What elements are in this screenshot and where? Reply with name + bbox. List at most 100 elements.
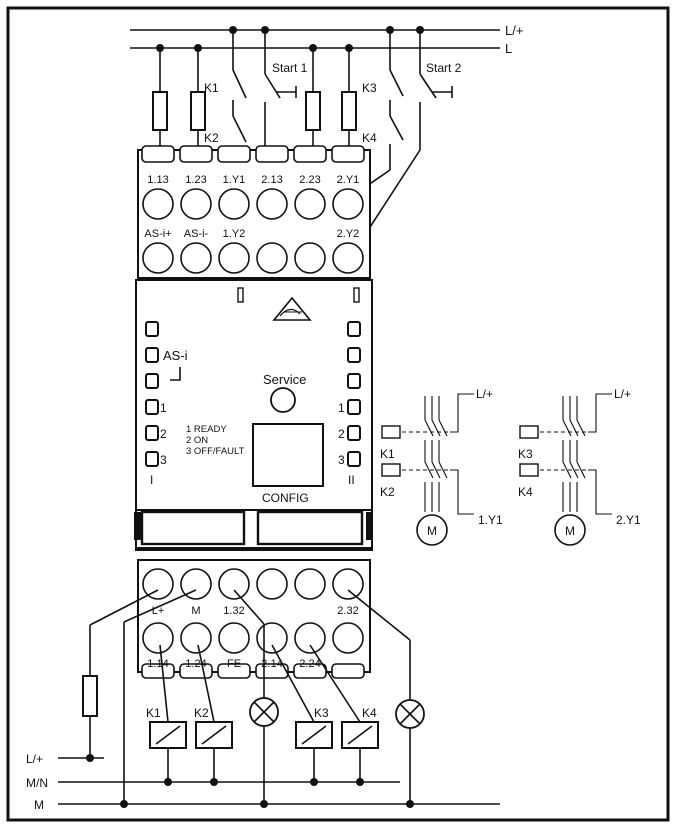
led-right-a xyxy=(347,347,361,363)
top-row1-terminal-label: 1.13 xyxy=(147,174,168,186)
motor-supply-label: L/+ xyxy=(476,387,493,401)
motor-symbol-label: M xyxy=(565,524,575,538)
fuse-supply xyxy=(82,675,98,717)
top-row1-terminal-label: 2.13 xyxy=(261,174,282,186)
top-row2-terminal-label: AS-i- xyxy=(184,228,209,240)
top-row1-terminal-label: 1.Y1 xyxy=(223,174,246,186)
rail-bottom-m-label: M xyxy=(34,798,44,812)
config-label: CONFIG xyxy=(262,491,309,505)
bottom-row2-terminal xyxy=(294,622,326,654)
plug-left xyxy=(140,510,246,546)
service-button[interactable] xyxy=(270,387,296,413)
top-row1-terminal xyxy=(142,188,174,220)
led-right-3 xyxy=(347,451,361,467)
motor-contactor-label: K3 xyxy=(518,447,533,461)
pushbutton-start2 xyxy=(419,73,437,99)
bottom-row1-terminal-label: M xyxy=(191,605,200,617)
led-right-2 xyxy=(347,425,361,441)
indicator-lamp-1 xyxy=(233,589,279,804)
bottom-row2-terminal xyxy=(180,622,212,654)
panel-slot-right xyxy=(353,287,360,303)
panel-slot-left xyxy=(237,287,244,303)
rail-bottom-lplus-label: L/+ xyxy=(26,752,43,766)
led-left-top xyxy=(145,321,159,337)
junction-dot xyxy=(120,800,128,808)
bottom-row2-terminal-label: 1.14 xyxy=(147,658,168,670)
bottom-row1-terminal-label: 1.32 xyxy=(223,605,244,617)
diagram-frame xyxy=(6,6,670,822)
motor-icon xyxy=(554,514,586,546)
contact-k4-label: K4 xyxy=(362,131,377,145)
rail-top-lplus-label: L/+ xyxy=(505,23,523,38)
fuse-2-y1 xyxy=(341,91,357,131)
top-row2-terminal xyxy=(218,242,250,274)
top-row2-terminal xyxy=(256,242,288,274)
top-row2-terminal-label: 2.Y2 xyxy=(337,228,360,240)
led-left-3 xyxy=(145,451,159,467)
motor-contactor-label: K1 xyxy=(380,447,395,461)
top-terminal-clamps xyxy=(141,145,365,163)
led-left-num-1: 1 xyxy=(160,401,167,415)
bottom-row1-terminal xyxy=(180,568,212,600)
motor-output-label: 1.Y1 xyxy=(478,513,503,527)
bottom-row1-terminal xyxy=(218,568,250,600)
coil-k2 xyxy=(195,644,233,782)
top-row1-terminal-label: 2.Y1 xyxy=(337,174,360,186)
contactor-coil-symbol xyxy=(381,463,401,477)
led-right-1 xyxy=(347,399,361,415)
rail-top-l-label: L xyxy=(505,41,512,56)
led-left-num-3: 3 xyxy=(160,453,167,467)
led-right-top xyxy=(347,321,361,337)
top-row1-terminal xyxy=(180,188,212,220)
led-asi xyxy=(145,347,159,363)
led-left-2 xyxy=(145,425,159,441)
connector-latch-right xyxy=(366,512,373,540)
led-left-mid xyxy=(145,373,159,389)
top-row2-terminal-label: 1.Y2 xyxy=(223,228,246,240)
coil-k3 xyxy=(271,644,333,782)
junction-dot xyxy=(86,754,94,762)
coil-k2-label: K2 xyxy=(194,706,209,720)
top-row2-terminal xyxy=(332,242,364,274)
bottom-row2-terminal xyxy=(142,622,174,654)
channel-roman-right: II xyxy=(348,473,355,487)
service-label: Service xyxy=(263,372,306,387)
contact-k4 xyxy=(389,115,404,141)
top-terminal-row-2: AS-i+ AS-i- 1.Y2 2.Y2 xyxy=(142,228,364,274)
top-row1-terminal xyxy=(332,188,364,220)
fuse-1-23 xyxy=(190,91,206,131)
start2-label: Start 2 xyxy=(426,61,462,75)
top-row1-terminal-label: 1.23 xyxy=(185,174,206,186)
bottom-row1-terminal-label: 2.32 xyxy=(337,605,358,617)
coil-k4-label: K4 xyxy=(362,706,377,720)
motor-contactor-label: K4 xyxy=(518,485,533,499)
fuse-1-13 xyxy=(152,91,168,131)
indicator-lamp-2 xyxy=(347,589,425,804)
bottom-terminal-block xyxy=(137,559,371,673)
fuse-2-23 xyxy=(305,91,321,131)
motor-icon xyxy=(416,514,448,546)
asi-label: AS-i xyxy=(163,348,188,363)
start1-label: Start 1 xyxy=(272,61,308,75)
led-right-b xyxy=(347,373,361,389)
top-row2-terminal-label: AS-i+ xyxy=(144,228,171,240)
contact-k2 xyxy=(232,115,247,143)
bottom-row2-terminal xyxy=(256,622,288,654)
connector-latch-left xyxy=(134,512,141,540)
contact-k2-label: K2 xyxy=(204,131,219,145)
plug-right xyxy=(256,510,364,546)
led-right-num-2: 2 xyxy=(338,427,345,441)
contactor-coil-symbol xyxy=(519,425,539,439)
contact-k3-label: K3 xyxy=(362,81,377,95)
bottom-row1-terminal xyxy=(142,568,174,600)
legend-on: 2 ON xyxy=(186,435,208,446)
led-left-num-2: 2 xyxy=(160,427,167,441)
top-row1-terminal xyxy=(294,188,326,220)
contact-k1-label: K1 xyxy=(204,81,219,95)
